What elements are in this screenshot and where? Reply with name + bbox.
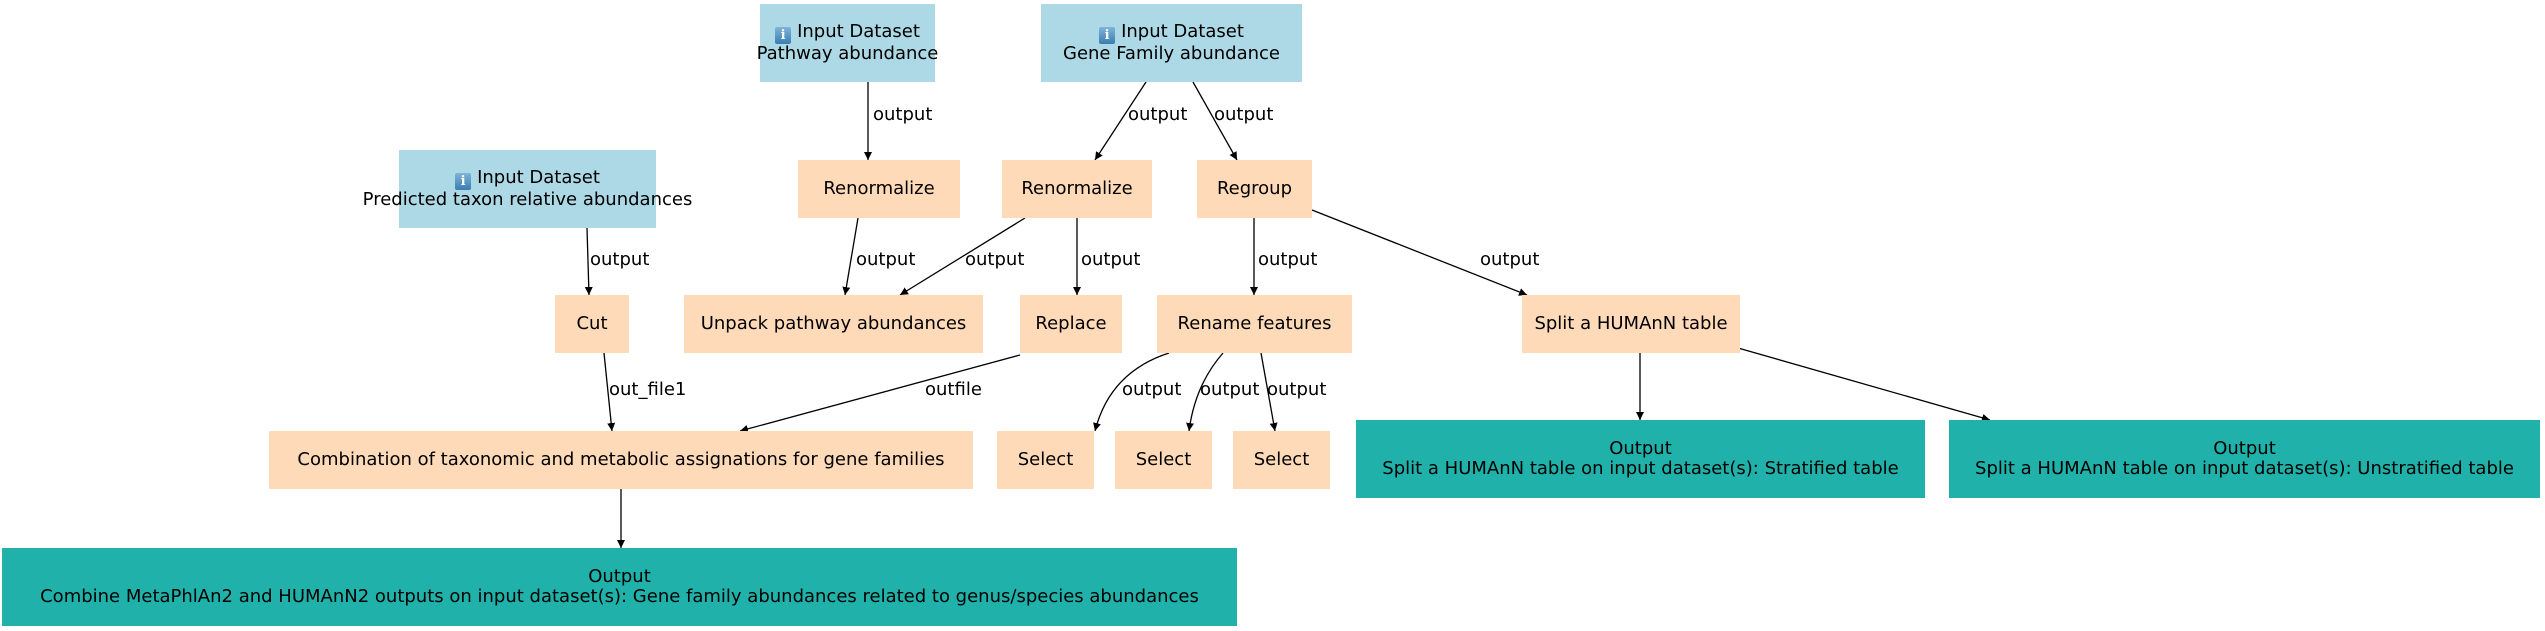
edge-cut-to-combination: out_file1 [603, 352, 686, 432]
tool-node-unpack[interactable]: Unpack pathway abundances [684, 295, 983, 353]
edge-in_taxon-to-cut: output [584, 227, 649, 296]
info-icon: i [1099, 27, 1116, 44]
edge-label: output [1200, 379, 1259, 400]
node-label: Gene Family abundance [1063, 43, 1280, 64]
tool-node-rename[interactable]: Rename features [1157, 295, 1352, 353]
node-header: i Input Dataset [775, 22, 920, 44]
node-header-text: Input Dataset [477, 167, 600, 188]
edge-renorm1-to-unpack: output [842, 217, 915, 296]
node-label: Pathway abundance [756, 43, 939, 64]
node-label: Replace [1035, 313, 1107, 334]
node-header: Output [588, 567, 651, 587]
node-label: Cut [576, 313, 608, 334]
edge-arrow [1186, 352, 1224, 432]
node-header: i Input Dataset [455, 168, 600, 190]
node-label: Renormalize [1021, 178, 1133, 199]
edge-arrow [1192, 81, 1238, 161]
node-label: Predicted taxon relative abundances [362, 189, 693, 210]
edge-renorm2-to-replace: output [1073, 218, 1140, 295]
node-label: Regroup [1216, 178, 1293, 199]
edge-label: output [1258, 249, 1317, 270]
edge-rename-to-select3: output [1260, 352, 1326, 432]
node-label: Select [1253, 449, 1310, 470]
edge-rename-to-select2: output [1186, 352, 1259, 432]
node-label: Select [1135, 449, 1192, 470]
info-icon: i [775, 27, 792, 44]
tool-node-renorm2[interactable]: Renormalize [1002, 160, 1152, 218]
tool-node-replace[interactable]: Replace [1020, 295, 1122, 353]
tool-node-regroup[interactable]: Regroup [1197, 160, 1312, 218]
node-header: Output [2213, 439, 2276, 459]
edge-regroup-to-rename: output [1250, 218, 1317, 295]
node-label: Unpack pathway abundances [700, 313, 967, 334]
node-header: i Input Dataset [1099, 22, 1244, 44]
node-header-text: Input Dataset [1121, 21, 1244, 42]
node-label: Rename features [1177, 313, 1332, 334]
node-label: Renormalize [823, 178, 935, 199]
edge-label: output [856, 249, 915, 270]
edge-label: out_file1 [609, 379, 686, 400]
node-header: Output [1609, 439, 1672, 459]
edge-regroup-to-split: output [1311, 209, 1539, 296]
tool-node-cut[interactable]: Cut [555, 295, 629, 353]
edge-label: output [1081, 249, 1140, 270]
edge-arrow [1093, 352, 1170, 432]
tool-node-select3[interactable]: Select [1233, 431, 1330, 489]
edge-arrow [899, 217, 1026, 296]
edge-label: output [1214, 104, 1273, 125]
edge-label: output [1480, 249, 1539, 270]
edge-renorm2-to-unpack: output [899, 217, 1026, 296]
node-header-text: Output [1609, 438, 1672, 459]
tool-node-combination[interactable]: Combination of taxonomic and metabolic a… [269, 431, 973, 489]
node-header-text: Output [2213, 438, 2276, 459]
node-header-text: Output [588, 566, 651, 587]
edge-label: output [873, 104, 932, 125]
tool-node-select1[interactable]: Select [997, 431, 1094, 489]
node-label: Combination of taxonomic and metabolic a… [297, 449, 945, 470]
node-label: Split a HUMAnN table [1534, 313, 1728, 334]
edge-label: output [590, 249, 649, 270]
edge-arrow [603, 352, 616, 432]
edge-label: output [1122, 379, 1181, 400]
edge-arrow [1737, 347, 1991, 422]
node-label: Combine MetaPhlAn2 and HUMAnN2 outputs o… [40, 586, 1199, 607]
edge-arrow [842, 217, 859, 296]
edge-label: outfile [925, 379, 982, 400]
edge-label: output [965, 249, 1024, 270]
tool-node-renorm1[interactable]: Renormalize [798, 160, 960, 218]
edge-in_genefam-to-regroup: output [1192, 81, 1273, 161]
node-label: Split a HUMAnN table on input dataset(s)… [1975, 458, 2514, 479]
edge-in_pathway-to-renorm1: output [864, 82, 932, 160]
edge-replace-to-combination: outfile [739, 354, 1021, 433]
edge-in_genefam-to-renorm2: output [1094, 81, 1187, 161]
edge-label: output [1128, 104, 1187, 125]
edge-rename-to-select1: output [1093, 352, 1181, 432]
edge-arrow [1311, 209, 1528, 296]
edge-arrow [739, 354, 1021, 433]
edge-label: output [1267, 379, 1326, 400]
edge-arrow [584, 227, 593, 296]
edge-arrow [1094, 81, 1147, 161]
edge-split-to-out_unstrat [1737, 347, 1991, 422]
info-icon: i [455, 173, 472, 190]
node-label: Select [1017, 449, 1074, 470]
node-label: Split a HUMAnN table on input dataset(s)… [1382, 458, 1899, 479]
edge-arrow [1260, 352, 1278, 432]
tool-node-split[interactable]: Split a HUMAnN table [1522, 295, 1740, 353]
tool-node-select2[interactable]: Select [1115, 431, 1212, 489]
node-header-text: Input Dataset [797, 21, 920, 42]
